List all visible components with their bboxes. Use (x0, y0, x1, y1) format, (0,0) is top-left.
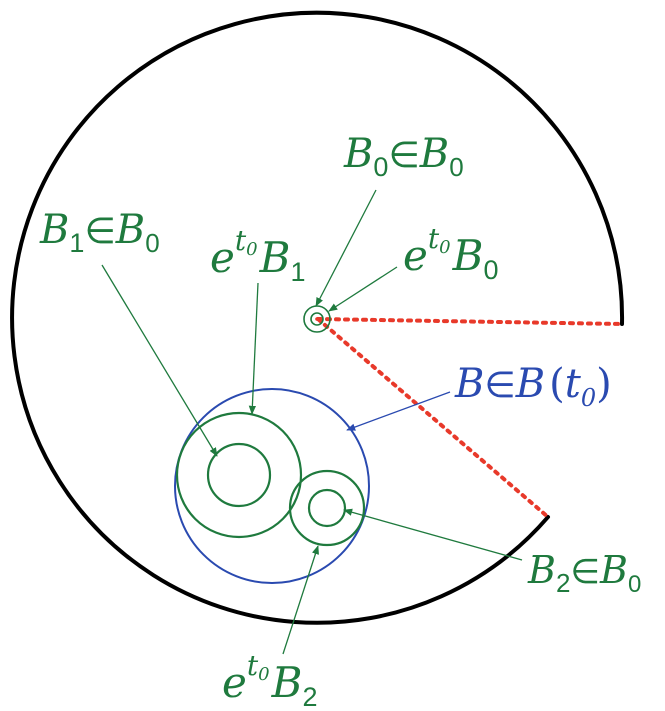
arrow-b2 (343, 508, 523, 561)
label-et0b2: et0B2 (222, 649, 317, 711)
ball-b1 (206, 442, 272, 508)
ball-et0b1 (175, 411, 303, 539)
wedge-line-lower (316, 317, 550, 519)
arrow-b1 (101, 264, 218, 457)
label-et0b1: et0B1 (210, 224, 305, 287)
label-et0b0: et0B0 (403, 222, 498, 285)
label-b1: B1∈B0 (39, 207, 160, 258)
wedge-line-upper (316, 317, 624, 326)
outer-boundary-arc (10, 10, 625, 625)
arrow-b0 (315, 189, 377, 307)
ball-b0 (310, 312, 324, 326)
label-b0: B0∈B0 (343, 131, 464, 182)
arrow-et0b0 (328, 266, 398, 312)
ball-b-t0 (174, 388, 370, 584)
ball-b2 (307, 488, 347, 528)
label-b-t0: B∈B(t0) (454, 361, 612, 412)
ball-et0b2 (288, 469, 366, 547)
arrow-et0b1 (248, 282, 259, 415)
label-b2: B2∈B0 (527, 548, 641, 598)
arrow-b-t0 (346, 391, 451, 431)
arrow-et0b2 (282, 545, 319, 655)
ball-b0-center (315, 317, 319, 321)
